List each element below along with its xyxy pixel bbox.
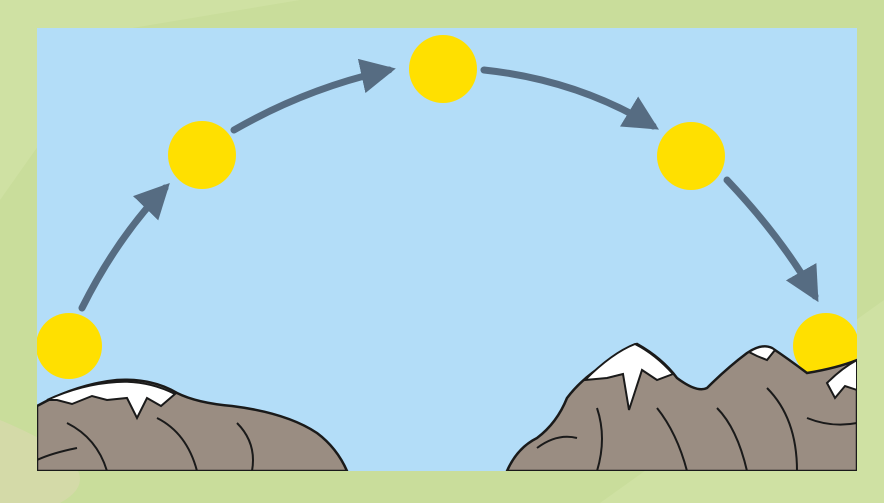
path-arrows [82, 70, 815, 308]
sun-afternoon [657, 122, 725, 190]
arrow-afternoon-to-setting [727, 180, 815, 296]
arrow-morning-to-noon [234, 70, 389, 130]
sun-morning [168, 121, 236, 189]
arrow-rising-to-morning [82, 188, 165, 308]
sun-path-scene [37, 28, 857, 471]
left-mountain [37, 380, 347, 471]
sun-noon [409, 35, 477, 103]
suns [37, 35, 857, 379]
arrow-noon-to-afternoon [484, 70, 653, 126]
sun-rising [37, 313, 102, 379]
scene-svg [37, 28, 857, 471]
